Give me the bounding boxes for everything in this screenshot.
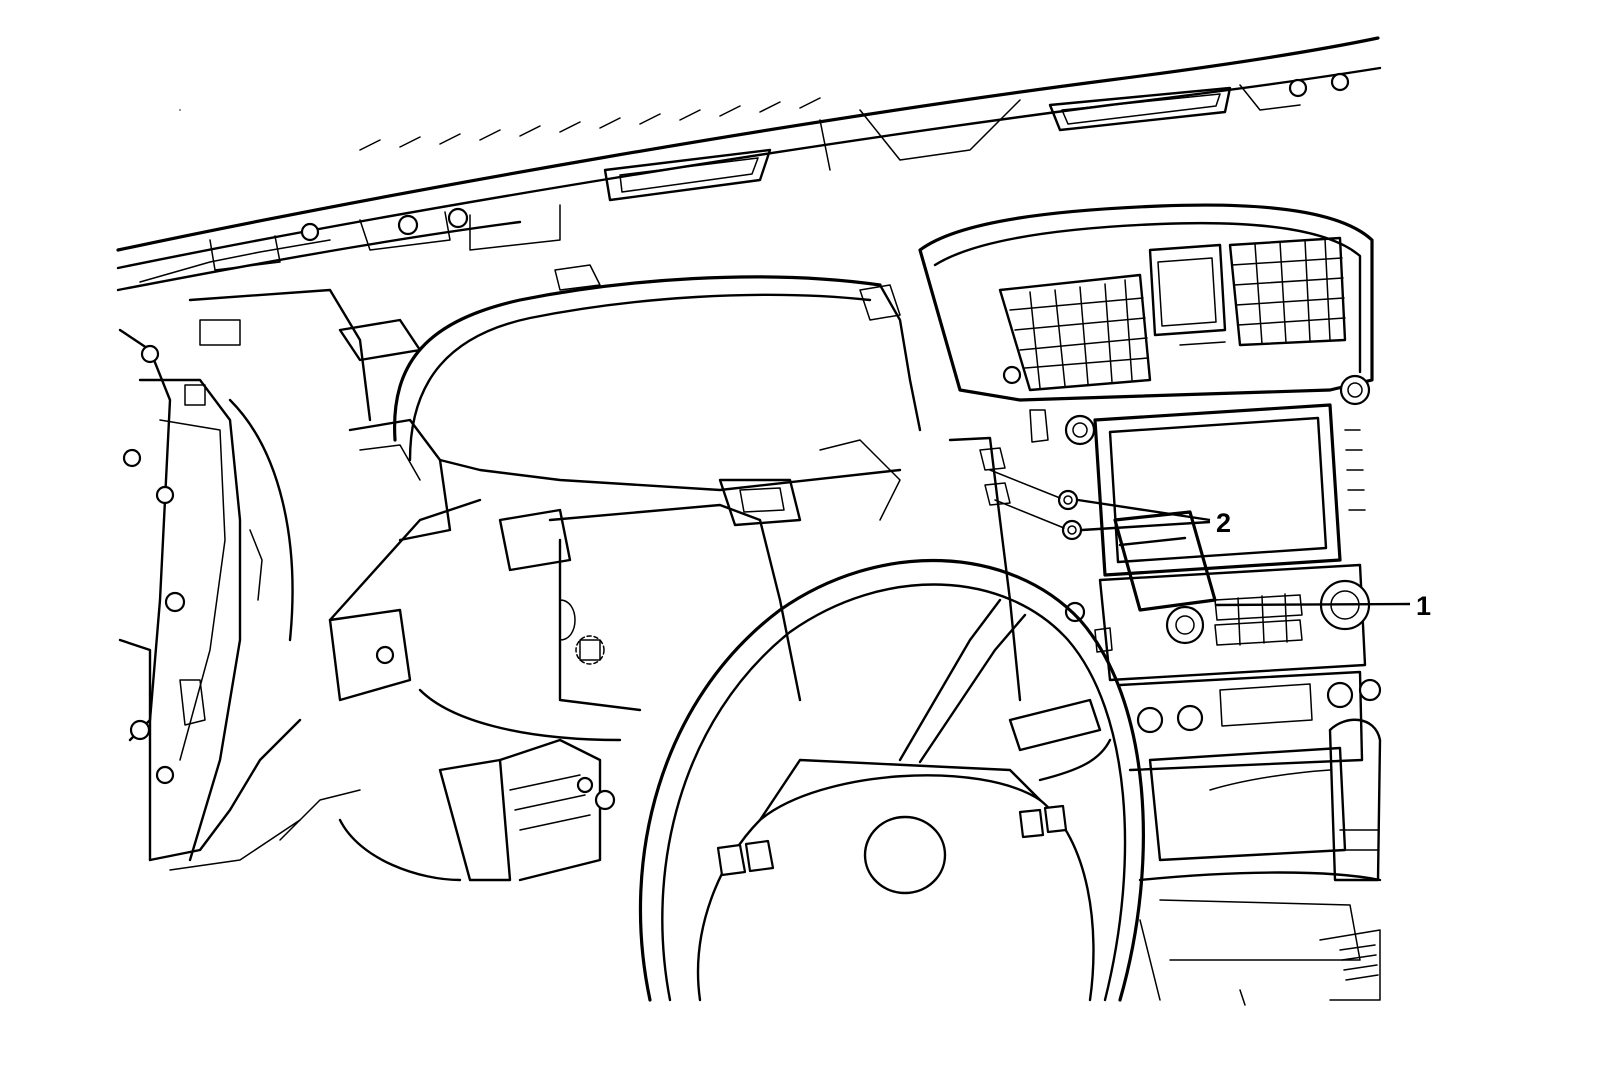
steering-wheel — [638, 558, 1145, 1002]
dash-top-rail — [116, 36, 1382, 292]
callout-label-1: 1 — [1416, 591, 1431, 621]
leader-1 — [1214, 602, 1411, 607]
cluster-opening — [338, 264, 922, 542]
center-bracket — [328, 439, 901, 742]
leader-2-lower — [1081, 520, 1211, 532]
steering-column-area — [279, 738, 616, 882]
lower-panel — [1139, 919, 1381, 1006]
callout-label-2: 2 — [1216, 508, 1231, 538]
center-stack — [918, 203, 1382, 961]
left-side-structure — [118, 288, 372, 871]
callout-leaders — [1077, 498, 1411, 607]
fasteners-item-2 — [989, 469, 1083, 541]
leader-2-upper — [1077, 498, 1211, 522]
